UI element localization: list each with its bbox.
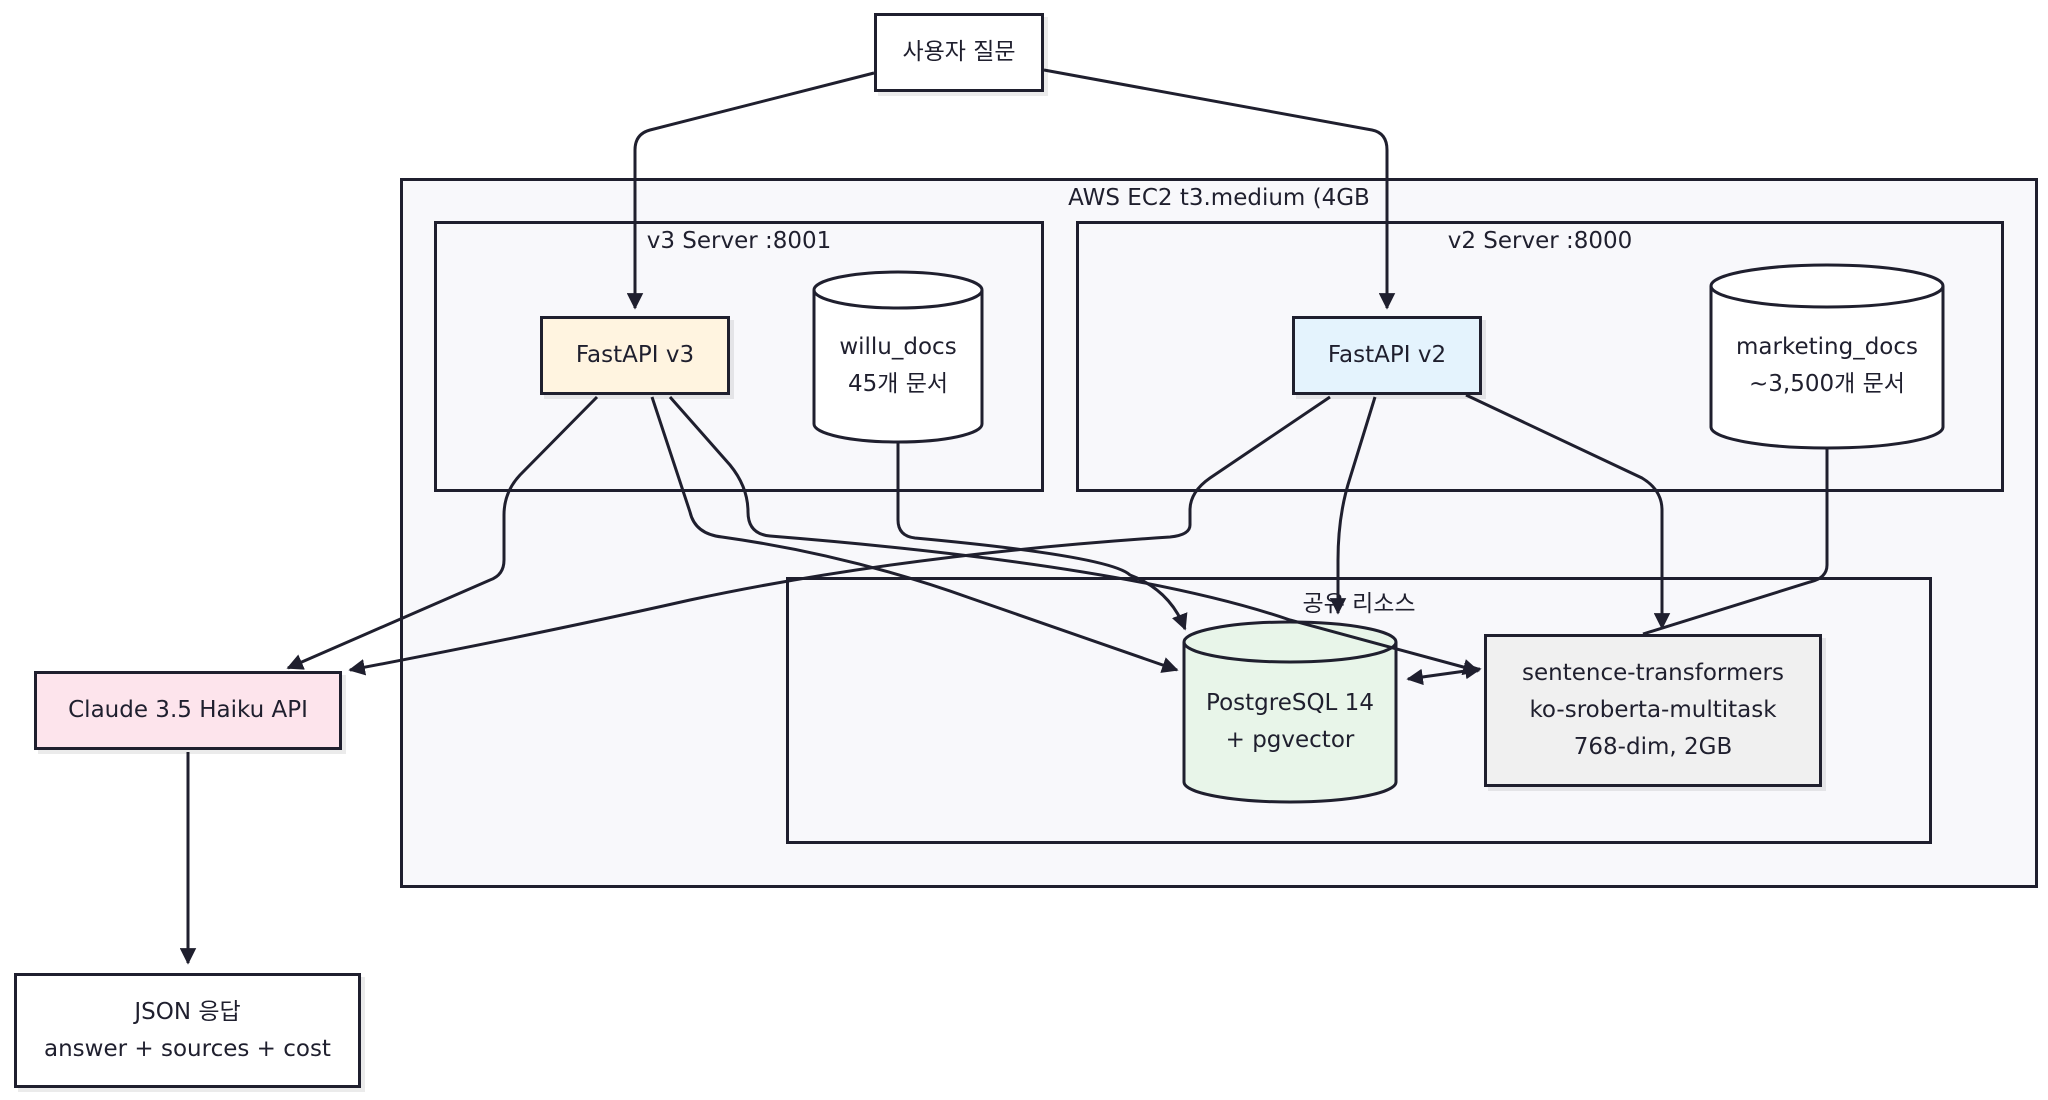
aws-ec2-label: AWS EC2 t3.medium (4GB — [1068, 185, 1370, 211]
postgres-cylinder — [1182, 620, 1398, 804]
claude-api-node: Claude 3.5 Haiku API — [34, 671, 342, 750]
edge-v2-to-postgres — [1329, 396, 1377, 615]
v2-server-label: v2 Server :8000 — [1447, 228, 1633, 254]
sentence-transformers-text: sentence-transformers ko-sroberta-multit… — [1522, 660, 1784, 760]
edge-v2-to-claude — [348, 395, 1331, 676]
willu-docs-cylinder — [812, 270, 984, 444]
edge-user-to-v3 — [626, 71, 875, 310]
user-question-text: 사용자 질문 — [902, 39, 1016, 65]
fastapi-v2-node: FastAPI v2 — [1292, 316, 1482, 395]
edge-v2-to-st — [1465, 393, 1671, 630]
user-question-node: 사용자 질문 — [874, 13, 1044, 92]
v3-server-label: v3 Server :8001 — [646, 228, 832, 254]
json-response-text: JSON 응답 answer + sources + cost — [44, 998, 331, 1062]
postgres-text: PostgreSQL 14 + pgvector — [1206, 690, 1374, 753]
edges — [179, 68, 1829, 965]
edge-marketing-to-st — [1642, 448, 1829, 636]
edge-v3-to-postgres — [650, 396, 1179, 673]
edge-v3-to-claude — [286, 395, 599, 670]
claude-api-text: Claude 3.5 Haiku API — [68, 697, 308, 723]
fastapi-v2-text: FastAPI v2 — [1327, 342, 1447, 368]
edge-st-postgres — [1406, 662, 1482, 686]
fastapi-v3-text: FastAPI v3 — [575, 342, 695, 368]
edge-v3-to-st — [668, 396, 1480, 676]
json-response-node: JSON 응답 answer + sources + cost — [14, 973, 361, 1088]
edge-user-to-v2 — [1043, 68, 1396, 310]
sentence-transformers-node: sentence-transformers ko-sroberta-multit… — [1484, 634, 1822, 787]
edge-willu-to-postgres — [896, 442, 1188, 631]
shared-resources-label: 공유 리소스 — [1302, 591, 1416, 617]
marketing-docs-cylinder — [1709, 263, 1945, 450]
fastapi-v3-node: FastAPI v3 — [540, 316, 730, 395]
marketing-docs-text: marketing_docs ~3,500개 문서 — [1736, 334, 1918, 397]
willu-docs-text: willu_docs 45개 문서 — [839, 334, 957, 397]
